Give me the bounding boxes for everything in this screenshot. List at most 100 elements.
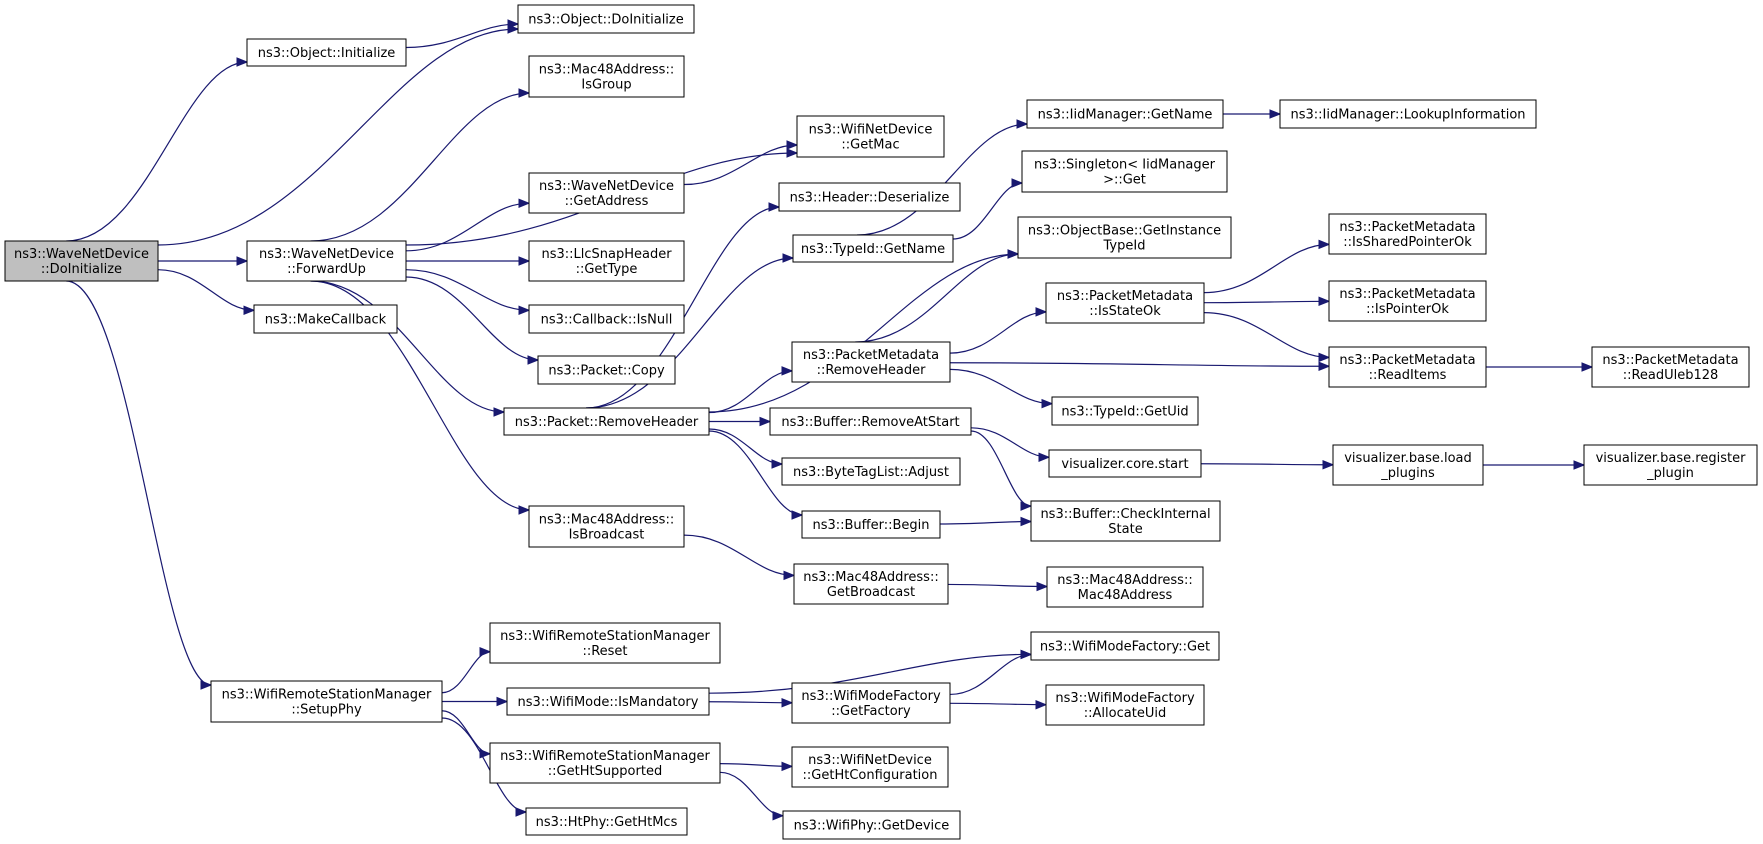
node-ns3-packetmetadata-removeheader[interactable]: ns3::PacketMetadata::RemoveHeader	[791, 341, 951, 383]
edge-n12-n17	[709, 416, 772, 427]
node-ns3-htphy-gethtmcs[interactable]: ns3::HtPhy::GetHtMcs	[525, 807, 688, 836]
node-ns3-wifiremotestationmanager-gethtsupported[interactable]: ns3::WifiRemoteStationManager::GetHtSupp…	[489, 742, 721, 784]
edge-arrowhead	[782, 253, 795, 263]
node-label-line: ::ForwardUp	[287, 262, 366, 277]
node-ns3-buffer-begin[interactable]: ns3::Buffer::Begin	[801, 510, 941, 539]
node-box	[791, 746, 949, 788]
edge-n27-n28	[1486, 362, 1594, 372]
node-ns3-callback-isnull[interactable]: ns3::Callback::IsNull	[528, 304, 685, 334]
edge-n3-n10	[405, 269, 531, 316]
node-ns3-wavenetdevice-forwardup[interactable]: ns3::WaveNetDevice::ForwardUp	[246, 240, 407, 282]
node-box	[1328, 213, 1487, 255]
edge-n1-n2	[405, 19, 520, 49]
node-box	[528, 172, 685, 214]
node-label-line: ::DoInitialize	[41, 262, 122, 277]
node-box	[1046, 566, 1204, 608]
node-visualizer-base-register-plugin[interactable]: visualizer.base.register_plugin	[1583, 444, 1758, 486]
node-ns3-wifiremotestationmanager-setupphy[interactable]: ns3::WifiRemoteStationManager::SetupPhy	[210, 680, 443, 723]
edge-n41-n42	[949, 699, 1048, 710]
node-ns3-wifiphy-getdevice[interactable]: ns3::WifiPhy::GetDevice	[782, 810, 961, 840]
node-label-line: Mac48Address	[1078, 588, 1173, 603]
node-ns3-singleton-iidmanager-get[interactable]: ns3::Singleton< IidManager>::Get	[1021, 150, 1228, 193]
node-ns3-wavenetdevice-getaddress[interactable]: ns3::WaveNetDevice::GetAddress	[528, 172, 685, 214]
edge-line	[970, 427, 1050, 458]
edge-arrowhead	[1041, 398, 1054, 409]
edge-arrowhead	[1011, 178, 1024, 188]
edge-arrowhead	[515, 807, 528, 817]
node-ns3-wifimodefactory-getfactory[interactable]: ns3::WifiModeFactory::GetFactory	[791, 682, 951, 724]
node-label-line: >::Get	[1103, 173, 1146, 188]
node-ns3-wifiremotestationmanager-reset[interactable]: ns3::WifiRemoteStationManager::Reset	[489, 622, 721, 664]
node-label-line: ns3::TypeId::GetUid	[1061, 405, 1188, 420]
edge-n19-n33	[939, 516, 1033, 527]
node-label-line: ::IsSharedPointerOk	[1343, 235, 1472, 250]
node-box	[4, 240, 159, 282]
node-label-line: ns3::PacketMetadata	[1339, 287, 1475, 302]
edge-arrowhead	[781, 698, 794, 708]
node-ns3-packet-removeheader[interactable]: ns3::Packet::RemoveHeader	[503, 407, 710, 436]
edge-layer	[66, 19, 1594, 821]
edge-n24-n27	[1203, 312, 1331, 363]
node-ns3-wifinetdevice-getmac[interactable]: ns3::WifiNetDevice::GetMac	[796, 115, 945, 158]
node-box	[489, 742, 721, 784]
node-label-line: ns3::WaveNetDevice	[14, 247, 149, 262]
node-label-line: ns3::WifiModeFactory::Get	[1040, 640, 1210, 655]
node-label-line: ns3::HtPhy::GetHtMcs	[536, 815, 678, 830]
node-ns3-mac48address-isgroup[interactable]: ns3::Mac48Address::IsGroup	[528, 55, 685, 98]
node-label-line: ns3::WifiModeFactory	[801, 689, 941, 704]
node-ns3-packetmetadata-ispointerok[interactable]: ns3::PacketMetadata::IsPointerOk	[1328, 280, 1487, 322]
node-label-line: ns3::WifiMode::IsMandatory	[518, 695, 699, 710]
node-box	[1591, 346, 1750, 388]
node-label-line: ::GetHtSupported	[548, 764, 662, 779]
node-ns3-makecallback[interactable]: ns3::MakeCallback	[253, 304, 398, 334]
node-label-line: ns3::Mac48Address::	[539, 63, 674, 78]
node-ns3-typeid-getname[interactable]: ns3::TypeId::GetName	[792, 234, 954, 263]
node-box	[528, 304, 685, 334]
node-label-line: ns3::Mac48Address::	[803, 570, 938, 585]
node-visualizer-base-load-plugins[interactable]: visualizer.base.load_plugins	[1332, 444, 1484, 486]
edge-n3-n8	[405, 198, 531, 252]
node-label-line: ns3::PacketMetadata	[803, 348, 939, 363]
node-label-line: ::GetMac	[841, 138, 899, 153]
node-ns3-bytetaglist-adjust[interactable]: ns3::ByteTagList::Adjust	[781, 457, 961, 486]
node-ns3-llcsnapheader-gettype[interactable]: ns3::LlcSnapHeader::GetType	[528, 240, 685, 282]
node-ns3-iidmanager-getname[interactable]: ns3::IidManager::GetName	[1026, 99, 1224, 129]
node-ns3-packetmetadata-readitems[interactable]: ns3::PacketMetadata::ReadItems	[1328, 346, 1487, 388]
node-box	[801, 510, 941, 539]
node-ns3-mac48address-mac48address[interactable]: ns3::Mac48Address::Mac48Address	[1046, 566, 1204, 608]
node-ns3-packetmetadata-isstateok[interactable]: ns3::PacketMetadata::IsStateOk	[1045, 282, 1205, 324]
node-ns3-object-initialize[interactable]: ns3::Object::Initialize	[246, 38, 407, 67]
node-ns3-mac48address-isbroadcast[interactable]: ns3::Mac48Address::IsBroadcast	[528, 505, 685, 548]
node-ns3-packetmetadata-readuleb128[interactable]: ns3::PacketMetadata::ReadUleb128	[1591, 346, 1750, 388]
node-visualizer-core-start[interactable]: visualizer.core.start	[1048, 449, 1202, 478]
node-label-line: ns3::WifiNetDevice	[808, 753, 932, 768]
node-label-line: ns3::PacketMetadata	[1602, 353, 1738, 368]
node-ns3-buffer-removeatstart[interactable]: ns3::Buffer::RemoveAtStart	[769, 407, 972, 436]
node-ns3-packet-copy[interactable]: ns3::Packet::Copy	[537, 355, 676, 385]
node-ns3-object-doinitialize[interactable]: ns3::Object::DoInitialize	[517, 4, 695, 34]
node-ns3-typeid-getuid[interactable]: ns3::TypeId::GetUid	[1051, 396, 1199, 426]
edge-line	[949, 311, 1047, 354]
node-box	[1021, 150, 1228, 193]
edge-n3-n13	[310, 280, 531, 515]
node-label-line: ns3::Object::DoInitialize	[528, 13, 684, 28]
edge-line	[405, 202, 530, 252]
edge-arrowhead	[1318, 361, 1331, 371]
node-ns3-wifinetdevice-gethtconfiguration[interactable]: ns3::WifiNetDevice::GetHtConfiguration	[791, 746, 949, 788]
node-ns3-packetmetadata-issharedpointerok[interactable]: ns3::PacketMetadata::IsSharedPointerOk	[1328, 213, 1487, 255]
node-ns3-wifimode-ismandatory[interactable]: ns3::WifiMode::IsMandatory	[506, 687, 710, 716]
edge-arrowhead	[786, 140, 799, 150]
node-ns3-header-deserialize[interactable]: ns3::Header::Deserialize	[778, 182, 961, 212]
node-ns3-iidmanager-lookupinformation[interactable]: ns3::IidManager::LookupInformation	[1279, 99, 1537, 129]
node-ns3-mac48address-getbroadcast[interactable]: ns3::Mac48Address::GetBroadcast	[793, 563, 949, 605]
node-ns3-wavenetdevice-doinitialize[interactable]: ns3::WaveNetDevice::DoInitialize	[4, 240, 159, 282]
node-ns3-wifimodefactory-get[interactable]: ns3::WifiModeFactory::Get	[1030, 631, 1220, 661]
node-label-line: ns3::TypeId::GetName	[801, 242, 945, 257]
node-label-line: ns3::WifiRemoteStationManager	[500, 629, 710, 644]
node-box	[210, 680, 443, 723]
node-ns3-wifimodefactory-allocateuid[interactable]: ns3::WifiModeFactory::AllocateUid	[1045, 684, 1205, 726]
edge-arrowhead	[518, 305, 531, 316]
